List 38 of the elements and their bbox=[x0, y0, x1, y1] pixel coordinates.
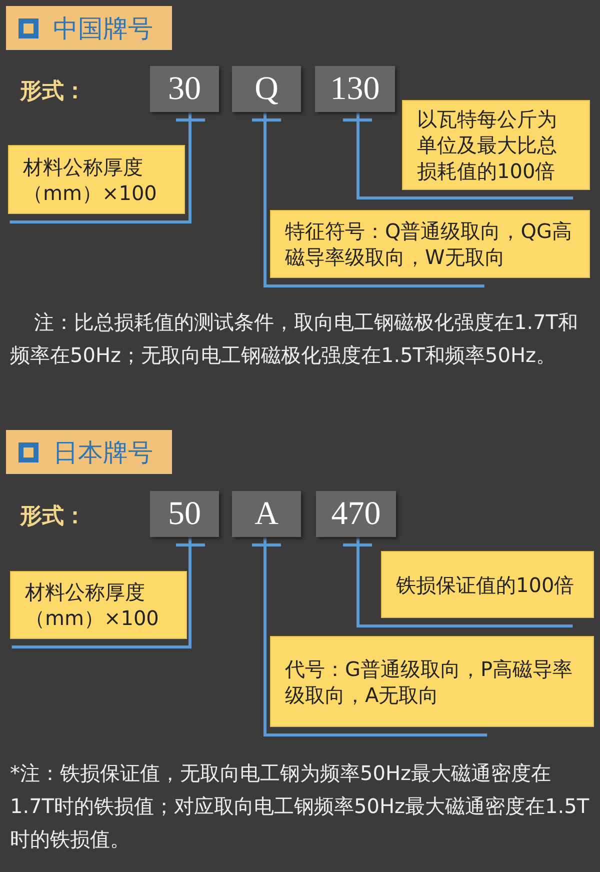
note-text: 注：比总损耗值的测试条件，取向电工钢磁极化强度在1.7T和频率在50Hz；无取向电工钢磁极化强度在1.5T和频率50Hz。 bbox=[10, 309, 580, 369]
explanation-box bbox=[270, 636, 594, 727]
section-header bbox=[6, 430, 172, 474]
code-box bbox=[232, 491, 301, 537]
explanation-text: 材料公称厚度（mm）×100 bbox=[23, 154, 158, 206]
code-box bbox=[232, 66, 301, 112]
code-text: 470 bbox=[331, 496, 381, 532]
leader-line bbox=[250, 110, 486, 288]
explanation-box bbox=[402, 100, 590, 190]
explanation-text: 代号：G普通级取向，P高磁导率级取向，A无取向 bbox=[285, 656, 574, 708]
explanation-box bbox=[8, 145, 185, 214]
section-title: 中国牌号 bbox=[53, 12, 153, 44]
leader-line bbox=[8, 110, 206, 224]
code-text: A bbox=[254, 496, 278, 532]
explanation-box bbox=[381, 551, 594, 618]
explanation-box bbox=[10, 571, 187, 639]
explanation-text: 以瓦特每公斤为单位及最大比总损耗值的100倍 bbox=[417, 106, 558, 184]
explanation-box bbox=[270, 210, 590, 278]
form-label: 形式： bbox=[20, 78, 86, 106]
leader-line bbox=[250, 536, 489, 736]
code-text: 50 bbox=[168, 496, 201, 532]
section-header bbox=[6, 6, 172, 50]
code-box bbox=[315, 66, 395, 112]
leader-line bbox=[342, 110, 575, 200]
leader-line bbox=[10, 536, 206, 648]
explanation-text: 铁损保证值的100倍 bbox=[396, 572, 574, 598]
code-text: 30 bbox=[168, 70, 201, 108]
explanation-text: 特征符号：Q普通级取向，QG高磁导率级取向，W无取向 bbox=[285, 218, 573, 270]
note-text: *注：铁损保证值，无取向电工钢为频率50Hz最大磁通密度在1.7T时的铁损值；对应取向电工钢频率50Hz最大磁通密度在1.5T时的铁损值。 bbox=[10, 760, 590, 853]
code-box bbox=[150, 491, 219, 537]
leader-line bbox=[342, 536, 574, 628]
form-label: 形式： bbox=[20, 503, 86, 531]
explanation-text: 材料公称厚度（mm）×100 bbox=[25, 579, 160, 631]
code-box bbox=[316, 491, 396, 537]
code-text: 130 bbox=[330, 70, 380, 108]
section-title: 日本牌号 bbox=[53, 436, 153, 468]
code-box bbox=[150, 66, 219, 112]
code-text: Q bbox=[254, 70, 278, 108]
